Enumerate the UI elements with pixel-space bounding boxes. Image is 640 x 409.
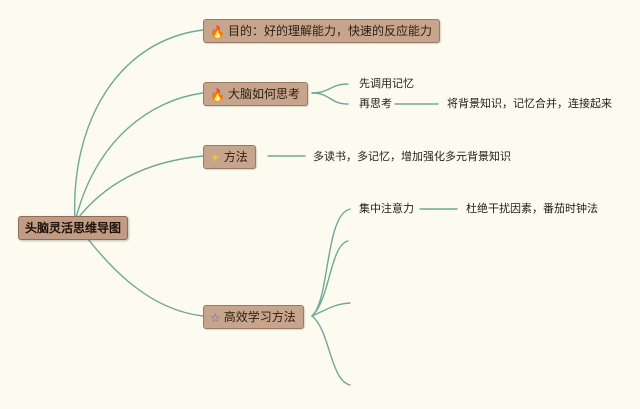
branch-node-goal[interactable]: 🔥目的：好的理解能力，快速的反应能力 bbox=[203, 19, 440, 43]
connector-brain-recall bbox=[311, 83, 349, 94]
branch-node-method-label: 方法 bbox=[223, 150, 248, 164]
leaf-recall-first[interactable]: 先调用记忆 bbox=[359, 77, 414, 90]
branch-node-study-label: 高效学习方法 bbox=[223, 310, 296, 324]
fire-icon: 🔥 bbox=[210, 25, 225, 39]
connector-study-empty-1 bbox=[311, 240, 349, 317]
connector-study-empty-2 bbox=[311, 302, 351, 317]
branch-node-study[interactable]: ☆高效学习方法 bbox=[203, 305, 304, 329]
connector-root-brain bbox=[74, 92, 204, 223]
star-icon: ☆ bbox=[210, 311, 221, 325]
root-node[interactable]: 头脑灵活思维导图 bbox=[18, 216, 129, 240]
connector-study-empty-3 bbox=[311, 315, 351, 386]
leaf-focus[interactable]: 集中注意力 bbox=[359, 202, 414, 215]
leaf-focus-detail[interactable]: 杜绝干扰因素，番茄时钟法 bbox=[466, 202, 598, 215]
branch-node-brain[interactable]: 🔥大脑如何思考 bbox=[203, 82, 308, 106]
connector-brain-rethink bbox=[311, 92, 349, 105]
branch-node-brain-label: 大脑如何思考 bbox=[227, 87, 300, 101]
connector-root-method bbox=[74, 155, 204, 223]
leaf-method-detail[interactable]: 多读书，多记忆，增加强化多元背景知识 bbox=[313, 150, 511, 163]
leaf-rethink-detail[interactable]: 将背景知识，记忆合并，连接起来 bbox=[447, 97, 612, 110]
connector-root-goal bbox=[73, 29, 204, 223]
branch-node-goal-label: 目的：好的理解能力，快速的反应能力 bbox=[227, 24, 432, 38]
sun-icon: ☀ bbox=[210, 151, 221, 165]
connector-study-focus bbox=[311, 208, 351, 317]
leaf-rethink[interactable]: 再思考 bbox=[359, 97, 392, 110]
fire-icon: 🔥 bbox=[210, 88, 225, 102]
root-node-label: 头脑灵活思维导图 bbox=[25, 221, 122, 235]
branch-node-method[interactable]: ☀方法 bbox=[203, 145, 256, 169]
